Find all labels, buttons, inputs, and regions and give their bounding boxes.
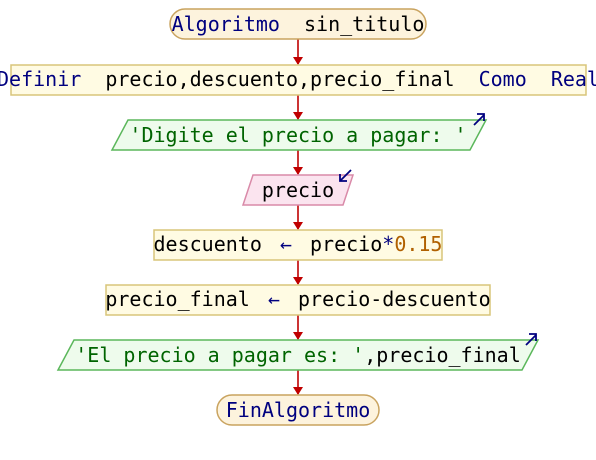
assign2-process[interactable]: precio_final ← precio-descuento [105,284,491,316]
arrowhead [293,277,303,285]
arrowhead [293,332,303,340]
define-variables: precio,descuento,precio_final [105,67,454,91]
output2-rest: ,precio_final [364,343,521,367]
define-shape [10,64,587,96]
output1-text: 'Digite el precio a pagar: ' [129,123,466,147]
arrowhead [293,222,303,230]
input1-shape [241,174,355,206]
input-arrow-icon [339,169,352,182]
output2-shape [56,339,540,371]
start-terminal[interactable]: Algoritmo sin_titulo [169,8,427,40]
output2-node[interactable]: 'El precio a pagar es: ',precio_final [56,333,540,371]
start-shape [169,8,427,40]
assign1-operator: * [382,232,394,256]
assign1-arrow: ← [280,232,292,256]
assign1-shape [153,229,443,261]
assign2-expr: precio-descuento [298,287,491,311]
svg-text:Algoritmo sin_titulo: Algoritmo sin_titulo [172,12,425,36]
end-keyword: FinAlgoritmo [226,398,371,422]
end-terminal[interactable]: FinAlgoritmo [216,394,380,426]
input1-variable: precio [262,178,334,202]
start-keyword: Algoritmo [172,12,280,36]
svg-text:descuento ← precio: descuento ← precio*0.15 [154,232,443,256]
define-type: Real [551,67,596,91]
arrowhead [293,387,303,395]
arrowhead [293,167,303,175]
end-shape [216,394,380,426]
assign2-shape [105,284,491,316]
define-process[interactable]: Definir precio,descuento,precio_final Co… [0,64,596,96]
assign2-target: precio_final [105,287,250,311]
assign1-target: descuento [154,232,262,256]
svg-text:precio_final ← pre: precio_final ← precio-descuento [105,287,490,311]
svg-text:'El precio a pagar es: ',preci: 'El precio a pagar es: ',precio_final [75,343,521,367]
svg-text:Definir precio,descuento: Definir precio,descuento,precio_final Co… [0,67,596,91]
output2-string: 'El precio a pagar es: ' [75,343,364,367]
arrowhead [293,112,303,120]
assign2-arrow: ← [268,287,280,311]
output-arrow-icon [473,113,485,126]
output-arrow-icon [525,333,537,346]
output1-node[interactable]: 'Digite el precio a pagar: ' [110,113,488,151]
input1-node[interactable]: precio [241,169,355,206]
connector-arrowheads [293,57,303,395]
define-como-keyword: Como [479,67,527,91]
arrowhead [293,57,303,65]
assign1-expr-var: precio [310,232,382,256]
define-keyword: Definir [0,67,81,91]
assign1-process[interactable]: descuento ← precio*0.15 [153,229,443,261]
assign1-number: 0.15 [394,232,442,256]
output1-shape [110,119,488,151]
algorithm-name: sin_titulo [304,12,424,36]
